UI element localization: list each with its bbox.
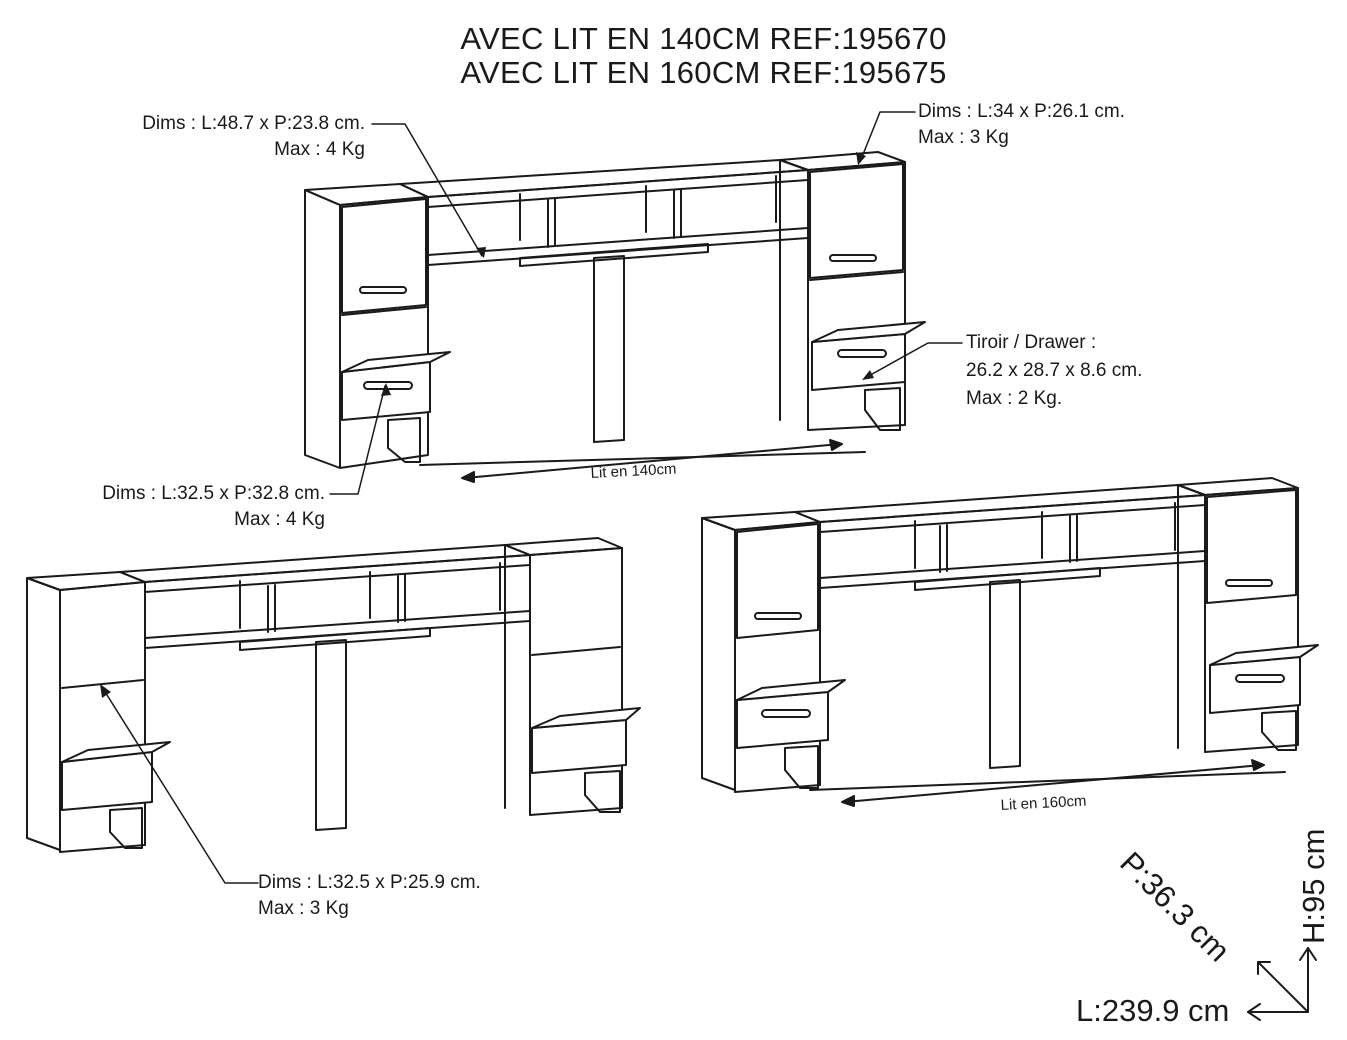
bottom-niche-max: Max : 3 Kg [258,898,349,919]
dimension-axes [1247,947,1317,1021]
br-left-drawer-handle [761,709,811,718]
br-left-drawer-leg [784,745,819,789]
br-left-drawer-top [736,679,846,701]
top-shelf-dims: Dims : L:48.7 x P:23.8 cm. [142,113,365,134]
bottom-niche-callout: Dims : L:32.5 x P:25.9 cm. Max : 3 Kg [258,870,481,922]
bl-bridge-top [119,544,531,583]
top-cabinet-callout: Dims : L:34 x P:26.1 cm. Max : 3 Kg [918,99,1125,151]
br-left-drawer-front [736,691,829,749]
bl-centre-leg [315,639,347,831]
leader-top-cabinet [859,111,916,163]
right-upper-door [809,163,904,279]
leader-bottom-niche [101,686,259,884]
title-line-2: AVEC LIT EN 160CM REF:195675 [460,55,947,90]
right-drawer-handle [837,349,887,358]
bl-right-drawer-leg [584,770,621,813]
right-drawer-top [811,321,926,343]
br-right-drawer-handle [1235,674,1285,683]
bl-right-column-front [529,547,623,816]
left-niche-callout: Dims : L:32.5 x P:32.8 cm. Max : 4 Kg [20,481,325,533]
left-niche-max: Max : 4 Kg [234,509,325,530]
drawer-max: Max : 2 Kg. [966,388,1063,409]
leader-top-shelf [371,123,483,257]
right-drawer-leg [864,387,901,431]
left-column-side [304,189,341,469]
bl-bridge-front [144,554,531,593]
leader-drawer [864,342,963,379]
br-right-upper-door [1206,489,1297,604]
overall-height: H:95 cm [1296,828,1331,944]
right-upper-handle [829,254,877,262]
bl-drawer-top [61,741,171,763]
br-right-drawer-front [1209,656,1301,714]
right-column-front [807,161,906,431]
br-left-upper-door [736,523,819,639]
left-upper-handle [359,286,407,294]
bl-right-drawer-front [531,719,627,774]
bl-left-column-front [59,581,146,853]
br-centre-leg [989,579,1021,769]
bridge-top [399,159,809,198]
drawer-dims: 26.2 x 28.7 x 8.6 cm. [966,360,1143,381]
br-left-column-side [701,517,736,791]
headboard-140-open-drawing [26,537,641,853]
right-drawer-front [811,333,906,391]
headboard-140-drawing [304,151,926,483]
br-right-drawer-top [1209,644,1319,666]
br-right-drawer-leg [1261,710,1297,751]
left-niche-dims: Dims : L:32.5 x P:32.8 cm. [102,483,325,504]
callout-leaders [100,111,963,884]
bl-right-drawer-top [531,707,641,729]
top-shelf-max: Max : 4 Kg [274,139,365,160]
bed-160-label: Lit en 160cm [1000,792,1087,814]
left-drawer-leg [387,417,421,463]
left-drawer-top [341,351,451,373]
top-cabinet-dims: Dims : L:34 x P:26.1 cm. [918,101,1125,122]
title-line-1: AVEC LIT EN 140CM REF:195670 [460,21,947,56]
br-right-column-front [1204,487,1299,753]
bridge-front [427,169,809,208]
br-left-column-front [734,521,821,793]
headboard-160-drawing [701,477,1319,807]
bl-drawer-leg [109,807,143,849]
leader-left-niche [329,385,386,495]
br-right-upper-handle [1225,579,1273,587]
br-bridge-lip [914,567,1101,591]
top-shelf-callout: Dims : L:48.7 x P:23.8 cm. Max : 4 Kg [60,111,365,163]
br-bridge-front [819,494,1206,533]
bridge-shelf-lip [519,243,709,267]
bed-140-label: Lit en 140cm [590,460,677,482]
drawer-title: Tiroir / Drawer : [966,332,1097,353]
drawer-callout: Tiroir / Drawer : 26.2 x 28.7 x 8.6 cm. … [966,329,1142,413]
bottom-niche-dims: Dims : L:32.5 x P:25.9 cm. [258,872,481,893]
bl-left-column-side [26,577,61,851]
overall-length: L:239.9 cm [1076,993,1230,1028]
centre-leg-140 [593,255,625,443]
br-bridge-top [794,484,1206,523]
left-upper-door [341,198,427,314]
top-cabinet-max: Max : 3 Kg [918,127,1009,148]
left-column-front [339,196,429,469]
bl-bridge-lip [239,627,431,651]
br-left-upper-handle [754,612,802,620]
